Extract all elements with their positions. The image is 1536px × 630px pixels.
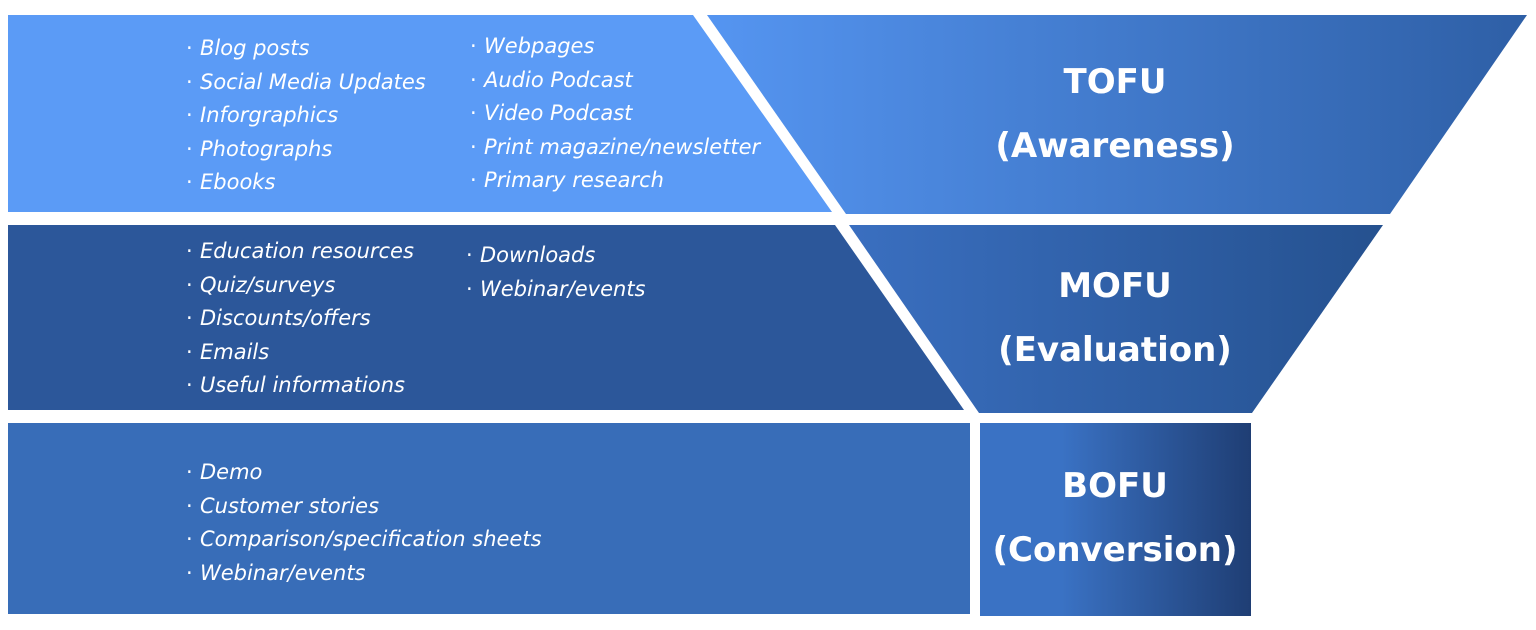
bofu-funnel-segment xyxy=(980,423,1251,616)
list-item: Primary research xyxy=(470,164,760,198)
tofu-title: TOFU xyxy=(1063,62,1167,102)
list-item: Demo xyxy=(186,456,542,490)
list-item: Customer stories xyxy=(186,490,542,524)
tofu-list-right: Webpages Audio Podcast Video Podcast Pri… xyxy=(470,30,760,198)
list-item: Inforgraphics xyxy=(186,99,426,133)
mofu-label: MOFU (Evaluation) xyxy=(960,254,1270,382)
list-item: Webinar/events xyxy=(466,273,646,307)
list-item: Photographs xyxy=(186,133,426,167)
bofu-list: Demo Customer stories Comparison/specifi… xyxy=(186,456,542,590)
tofu-subtitle: (Awareness) xyxy=(995,126,1235,166)
list-item: Audio Podcast xyxy=(470,64,760,98)
list-item: Comparison/specification sheets xyxy=(186,523,542,557)
tofu-label: TOFU (Awareness) xyxy=(960,50,1270,178)
bofu-subtitle: (Conversion) xyxy=(992,530,1238,570)
mofu-subtitle: (Evaluation) xyxy=(998,330,1232,370)
bofu-title: BOFU xyxy=(1062,466,1168,506)
list-item: Useful informations xyxy=(186,369,414,403)
list-item: Webpages xyxy=(470,30,760,64)
list-item: Video Podcast xyxy=(470,97,760,131)
tofu-funnel-segment xyxy=(707,15,1527,214)
list-item: Education resources xyxy=(186,235,414,269)
list-item: Downloads xyxy=(466,239,646,273)
list-item: Social Media Updates xyxy=(186,66,426,100)
list-item: Emails xyxy=(186,336,414,370)
mofu-list-right: Downloads Webinar/events xyxy=(466,239,646,306)
list-item: Quiz/surveys xyxy=(186,269,414,303)
list-item: Discounts/offers xyxy=(186,302,414,336)
list-item: Webinar/events xyxy=(186,557,542,591)
tofu-list-left: Blog posts Social Media Updates Inforgra… xyxy=(186,32,426,200)
list-item: Blog posts xyxy=(186,32,426,66)
mofu-list-left: Education resources Quiz/surveys Discoun… xyxy=(186,235,414,403)
mofu-funnel-segment xyxy=(849,225,1383,413)
bofu-label: BOFU (Conversion) xyxy=(960,454,1270,582)
list-item: Ebooks xyxy=(186,166,426,200)
mofu-title: MOFU xyxy=(1058,266,1172,306)
list-item: Print magazine/newsletter xyxy=(470,131,760,165)
